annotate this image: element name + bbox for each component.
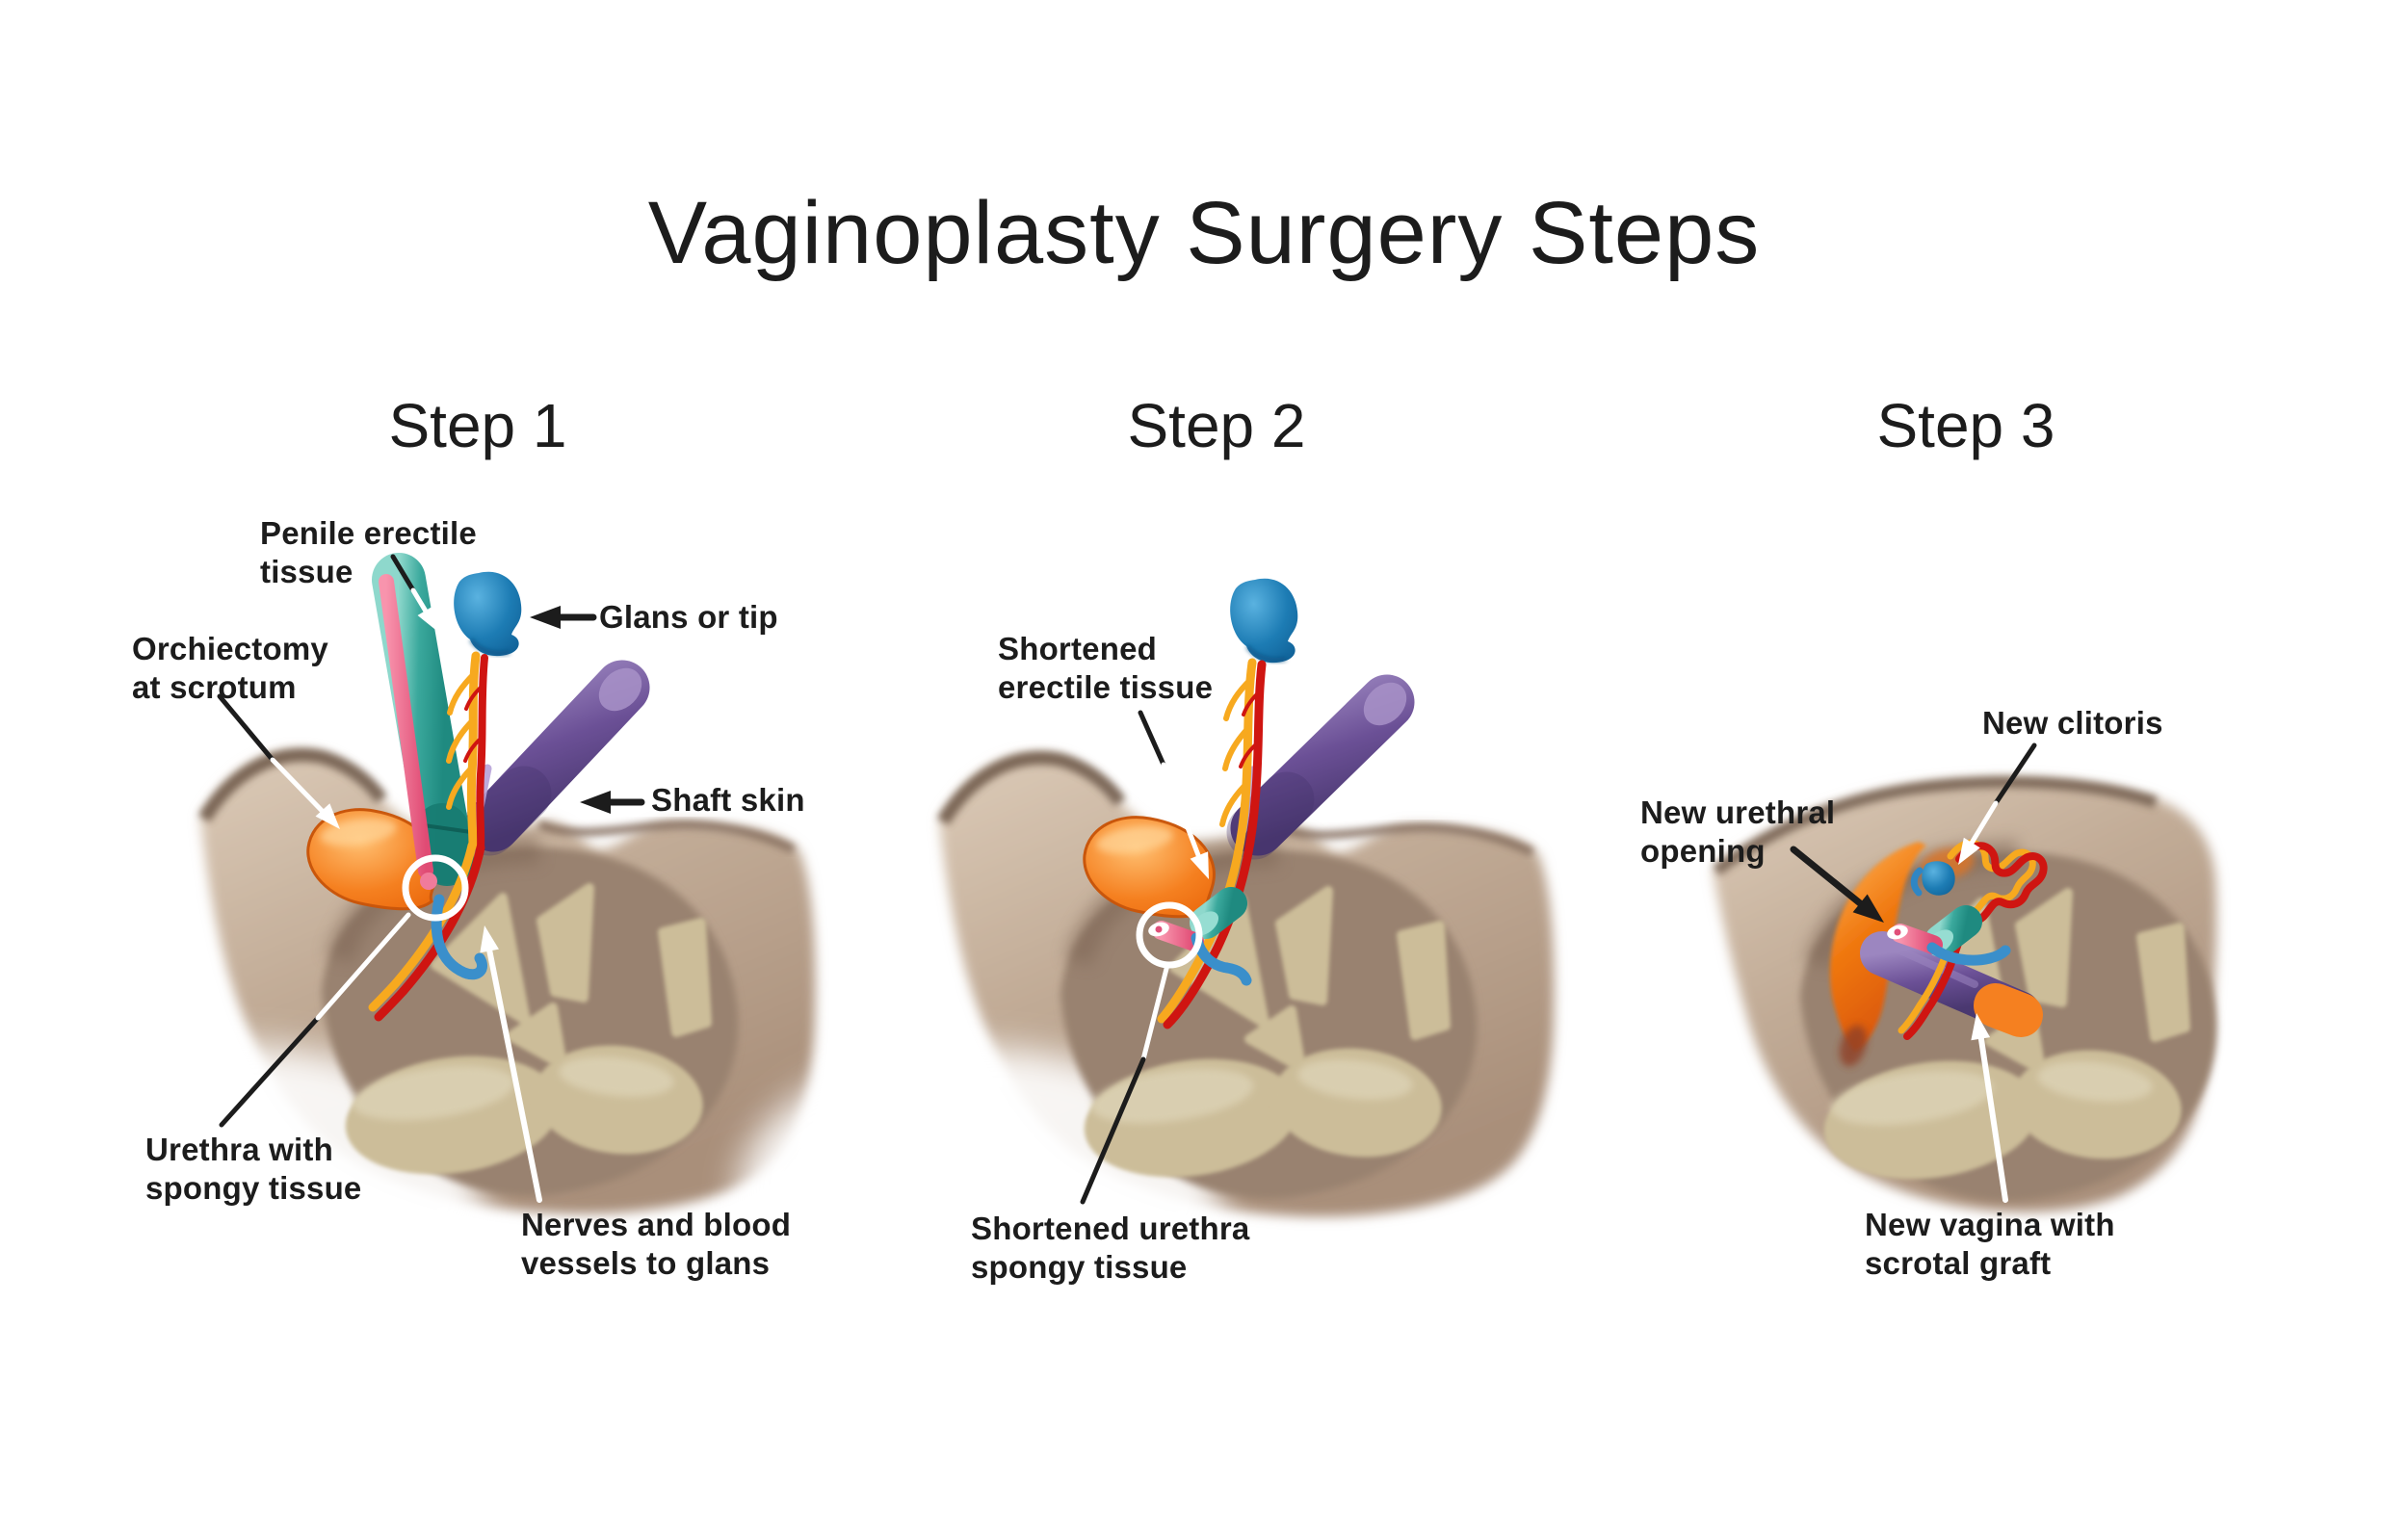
arrowhead-new-vagina xyxy=(1971,1013,1991,1041)
step1-nerve-vessel-bundle xyxy=(368,651,488,1022)
arrowhead-glans xyxy=(530,606,561,629)
arrowhead-new-clitoris xyxy=(1958,837,1980,865)
label-new-urethral-opening: New urethral opening xyxy=(1640,795,1836,869)
arrowhead-nerves xyxy=(480,925,499,953)
label-penile-erectile-tissue: Penile erectile tissue xyxy=(260,515,477,589)
step3-new-vagina-shape xyxy=(1860,931,2043,1037)
step2-glans-shape xyxy=(1230,579,1297,663)
step1-leader-lines xyxy=(217,554,645,1203)
step3-body-ridge xyxy=(1713,776,2158,875)
leader-urethra xyxy=(219,1015,321,1128)
step2-shaft-skin-shape xyxy=(1226,674,1415,860)
label-new-vagina-with-scrotal-graft: New vagina with scrotal graft xyxy=(1865,1207,2115,1281)
step3-new-clitoris-shape xyxy=(1910,861,1955,897)
page-title: Vaginoplasty Surgery Steps xyxy=(647,184,1761,282)
step1-illustration xyxy=(0,553,816,1334)
step3-vessel-blue xyxy=(1926,942,2011,966)
leader-new-clitoris xyxy=(1993,742,2037,806)
step1-heading: Step 1 xyxy=(388,391,567,460)
step3-nerve-vessel-squiggle xyxy=(1898,839,2048,1040)
arrowhead-orchiectomy xyxy=(315,803,340,829)
label-orchiectomy-at-scrotum: Orchiectomy at scrotum xyxy=(132,631,328,705)
step3-heading: Step 3 xyxy=(1876,391,2055,460)
leader-penile-erectile-tissue xyxy=(390,554,416,593)
label-nerves-and-blood-vessels: Nerves and blood vessels to glans xyxy=(521,1207,792,1281)
arrowhead-new-urethral-opening xyxy=(1852,894,1884,923)
step2-illustration xyxy=(739,579,1555,1337)
leader-shortened-erectile xyxy=(1138,710,1166,768)
step2-urethra-vessel-blue xyxy=(1191,932,1252,986)
label-shaft-skin: Shaft skin xyxy=(651,782,805,818)
label-shortened-erectile-tissue: Shortened erectile tissue xyxy=(998,631,1214,705)
step1-erectile-tissue-shape xyxy=(372,553,474,890)
step2-nerve-vessel-bundle xyxy=(1157,658,1267,1029)
arrowhead-shaft-skin xyxy=(580,791,611,814)
leader-shortened-urethra xyxy=(1140,962,1170,1062)
arrowhead-shortened-erectile xyxy=(1190,851,1209,879)
leader-orchiectomy xyxy=(217,693,275,763)
step1-urethra-vessel-blue xyxy=(431,894,487,980)
leader-new-vagina xyxy=(1976,1024,2008,1203)
leader-nerves-arrow xyxy=(484,937,542,1203)
label-shortened-urethra-spongy-tissue: Shortened urethra spongy tissue xyxy=(971,1211,1250,1285)
step3-illustration xyxy=(1713,742,2216,1212)
label-urethra-with-spongy-tissue: Urethra with spongy tissue xyxy=(145,1132,362,1206)
label-glans-or-tip: Glans or tip xyxy=(599,599,778,635)
step1-detail-circle-marker xyxy=(402,854,469,922)
step2-heading: Step 2 xyxy=(1127,391,1306,460)
step2-leader-lines xyxy=(1080,710,1209,1205)
arrowhead-penile xyxy=(417,605,439,633)
label-new-clitoris: New clitoris xyxy=(1982,705,2163,741)
step3-leader-lines xyxy=(1790,742,2037,1203)
